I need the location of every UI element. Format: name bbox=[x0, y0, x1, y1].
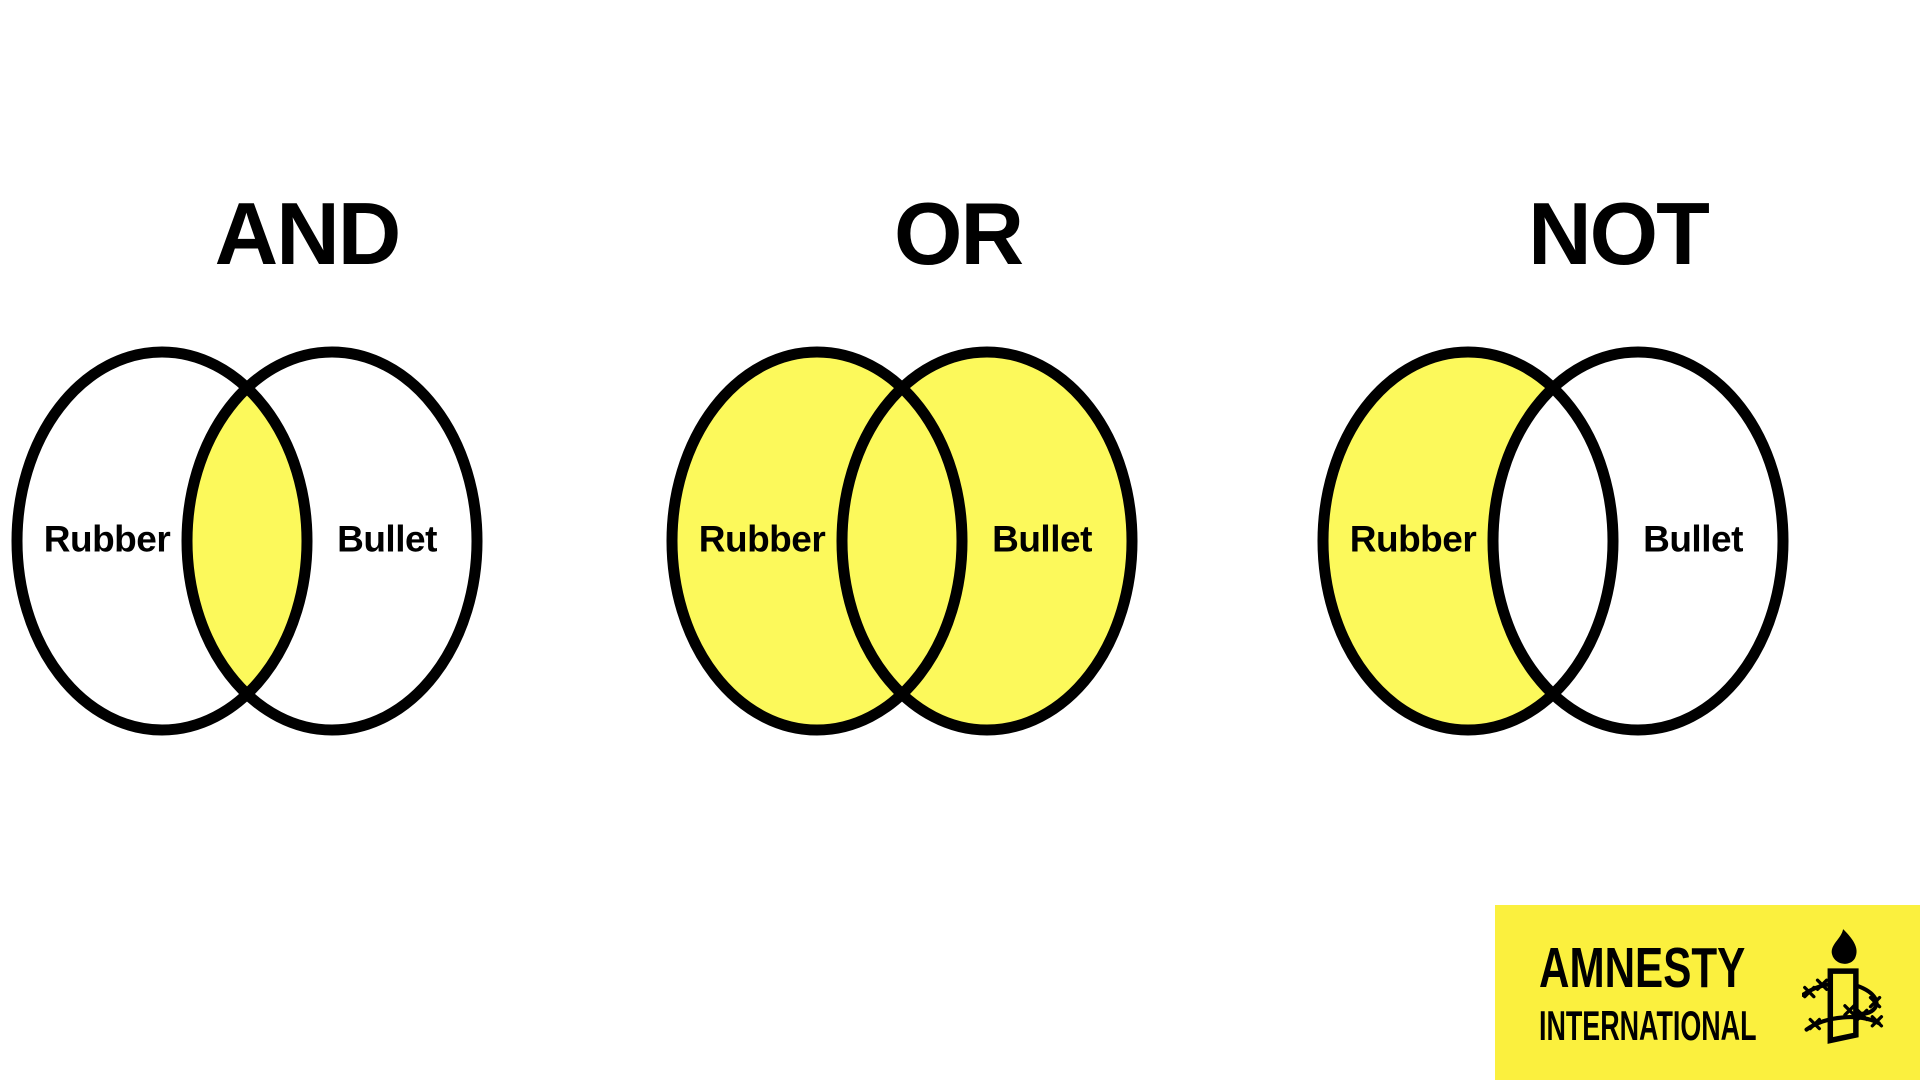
amnesty-international-logo: AMNESTY INTERNATIONAL bbox=[1495, 905, 1920, 1080]
right-circle-outline bbox=[1487, 346, 1789, 736]
right-circle-outline bbox=[181, 346, 483, 736]
intersection-highlight bbox=[187, 352, 307, 730]
right-circle-outline bbox=[836, 346, 1138, 736]
amnesty-wordmark: AMNESTY INTERNATIONAL bbox=[1539, 936, 1879, 1050]
left-circle-label: Rubber bbox=[1350, 519, 1477, 560]
panel-title-or: OR bbox=[894, 184, 1024, 283]
left-circle-label: Rubber bbox=[699, 519, 826, 560]
panel-title-not: NOT bbox=[1528, 184, 1710, 283]
left-circle-outline bbox=[1317, 346, 1619, 736]
amnesty-wordmark-line2: INTERNATIONAL bbox=[1539, 1002, 1757, 1050]
right-circle-label: Bullet bbox=[337, 519, 437, 560]
intersection-cutout bbox=[1493, 352, 1613, 730]
right-circle-label: Bullet bbox=[1643, 519, 1743, 560]
left-circle-outline bbox=[666, 346, 968, 736]
venn-diagram-not: Rubber Bullet bbox=[1317, 346, 1789, 736]
flame bbox=[1831, 929, 1857, 964]
venn-diagram-and: Rubber Bullet bbox=[11, 346, 483, 736]
amnesty-wordmark-line1: AMNESTY bbox=[1539, 936, 1746, 1000]
venn-diagram-or: Rubber Bullet bbox=[666, 346, 1138, 736]
left-circle-outline bbox=[11, 346, 313, 736]
panel-title-and: AND bbox=[214, 184, 402, 283]
right-circle bbox=[842, 352, 1132, 730]
candle-barbed-wire-icon bbox=[1802, 929, 1884, 1044]
right-circle-label: Bullet bbox=[992, 519, 1092, 560]
left-circle-label: Rubber bbox=[44, 519, 171, 560]
